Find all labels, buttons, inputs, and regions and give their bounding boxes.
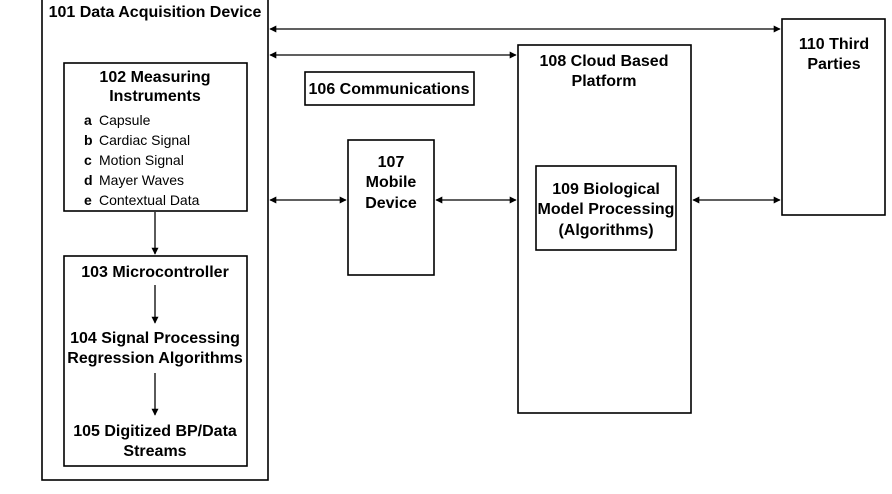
instrument-item: Cardiac Signal xyxy=(99,132,190,148)
biological-model-line1: 109 Biological xyxy=(552,181,660,198)
digitized-bp-line1: 105 Digitized BP/Data xyxy=(73,423,237,440)
biological-model-line3: (Algorithms) xyxy=(558,222,653,239)
third-parties-box: 110 Third Parties xyxy=(782,19,885,215)
mobile-device-box: 107 Mobile Device xyxy=(348,140,434,275)
signal-processing-line2: Regression Algorithms xyxy=(67,350,243,367)
measuring-instruments-box: 102 Measuring Instruments a Capsule b Ca… xyxy=(64,63,247,211)
communications-box: 106 Communications xyxy=(305,72,474,105)
measuring-instruments-title-line2: Instruments xyxy=(109,88,201,105)
biological-model-box: 109 Biological Model Processing (Algorit… xyxy=(536,166,676,250)
instrument-letter: a xyxy=(84,112,92,128)
data-acquisition-device-title: 101 Data Acquisition Device xyxy=(49,4,262,21)
mobile-device-line3: Device xyxy=(365,195,417,212)
instrument-letter: e xyxy=(84,192,92,208)
instrument-item: Motion Signal xyxy=(99,152,184,168)
microcontroller-title: 103 Microcontroller xyxy=(81,264,229,281)
mobile-device-line1: 107 xyxy=(378,154,405,171)
instrument-letter: b xyxy=(84,132,93,148)
third-parties-line2: Parties xyxy=(807,56,860,73)
third-parties-line1: 110 Third xyxy=(799,36,869,53)
instrument-letter: d xyxy=(84,172,93,188)
measuring-instruments-title-line1: 102 Measuring xyxy=(99,69,210,86)
signal-processing-line1: 104 Signal Processing xyxy=(70,330,240,347)
instrument-item: Contextual Data xyxy=(99,192,200,208)
digitized-bp-line2: Streams xyxy=(123,443,186,460)
communications-title: 106 Communications xyxy=(309,81,470,98)
instrument-item: Mayer Waves xyxy=(99,172,184,188)
biological-model-line2: Model Processing xyxy=(538,201,675,218)
cloud-platform-line1: 108 Cloud Based xyxy=(540,53,669,70)
mobile-device-line2: Mobile xyxy=(366,174,417,191)
instrument-letter: c xyxy=(84,152,92,168)
cloud-platform-line2: Platform xyxy=(572,73,637,90)
instrument-item: Capsule xyxy=(99,112,151,128)
